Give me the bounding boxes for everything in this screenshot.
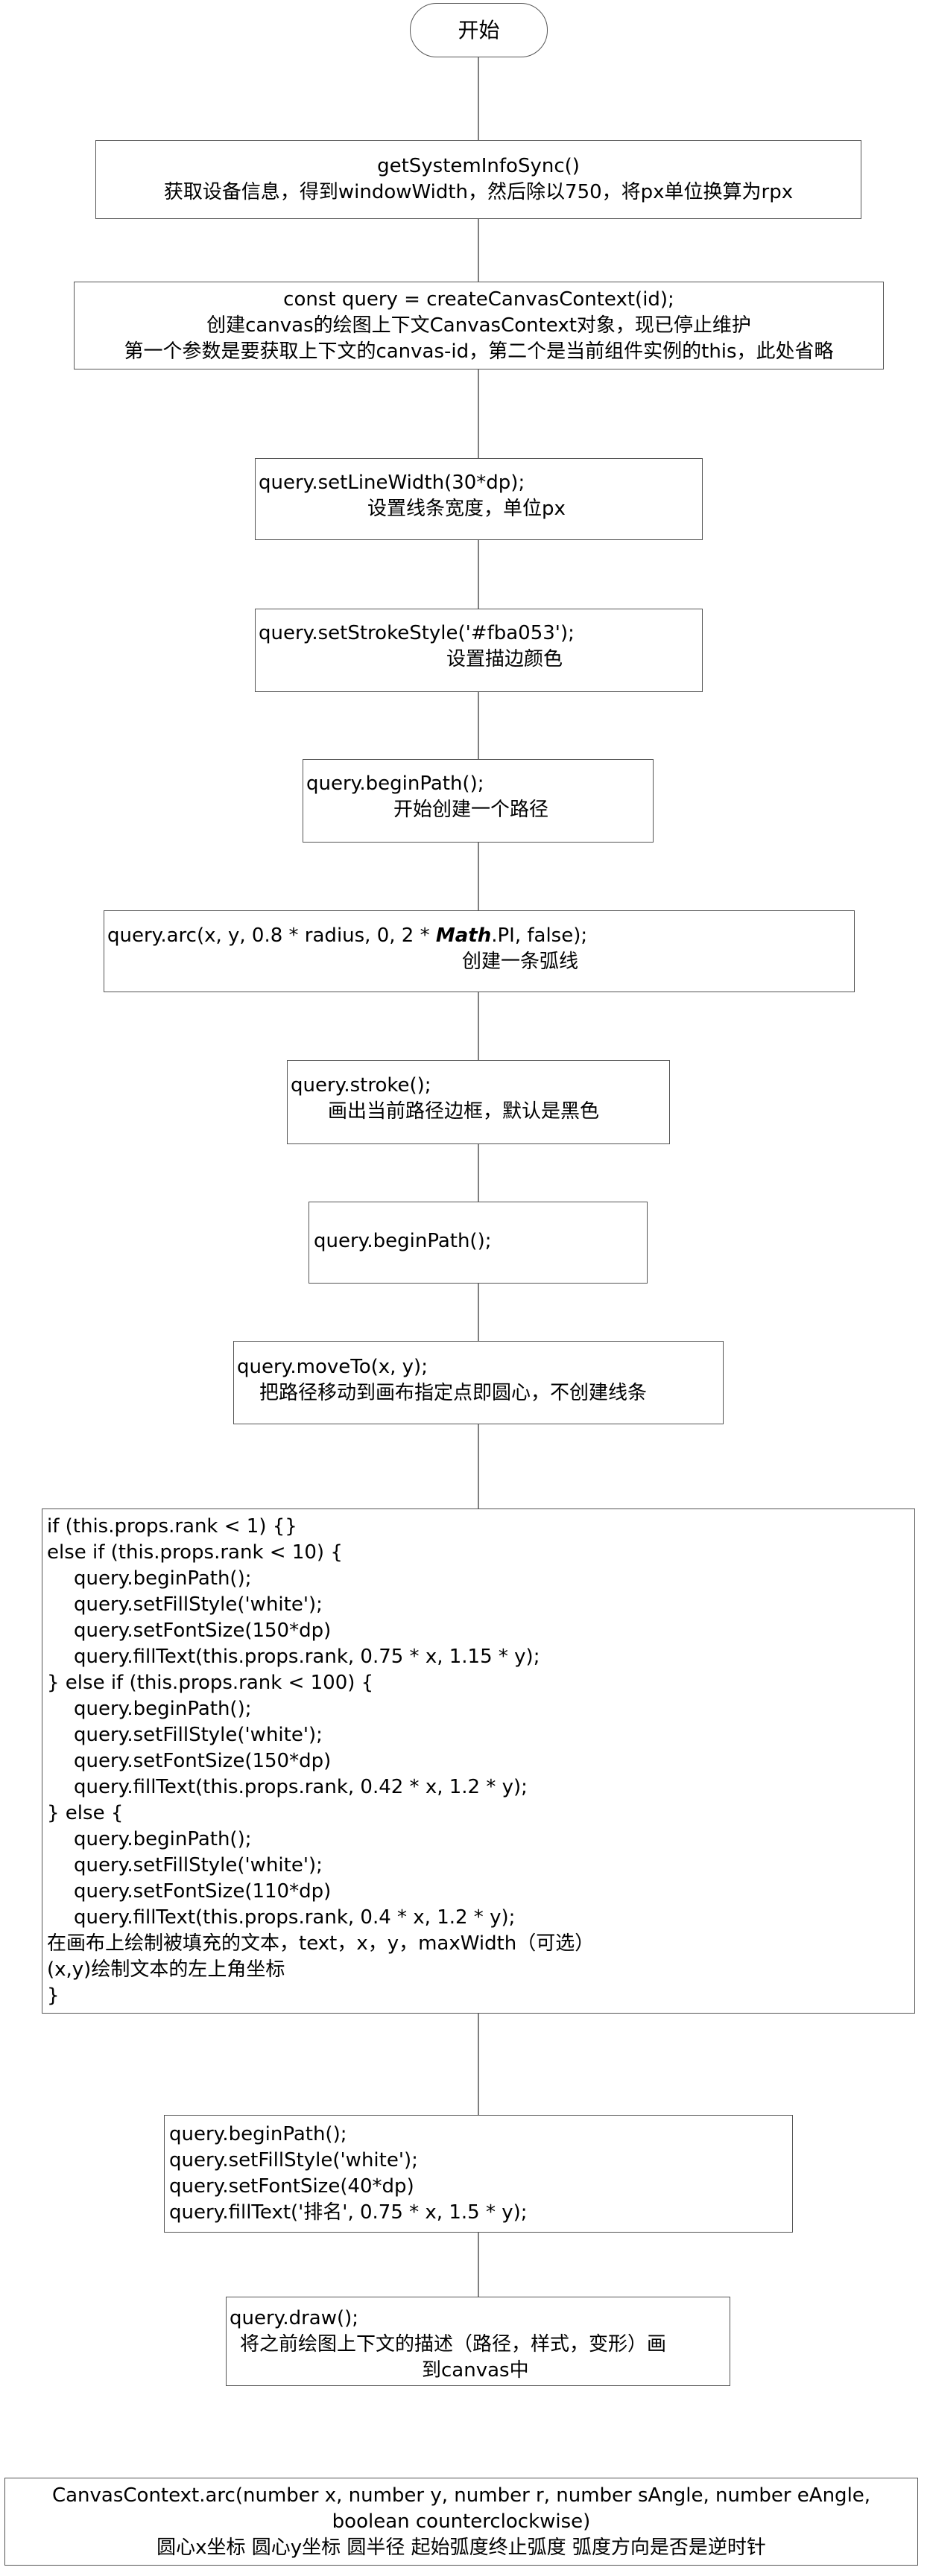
node-code: query.beginPath(); <box>306 773 484 795</box>
node-desc: 到canvas中 <box>422 2359 529 2382</box>
code-line: else if (this.props.rank < 10) { <box>47 1541 343 1564</box>
code-line: query.setFontSize(40*dp) <box>169 2175 414 2198</box>
node-code: query.moveTo(x, y); <box>237 1356 428 1378</box>
node-code: query.setLineWidth(30*dp); <box>259 472 525 494</box>
process-get-system-info: getSystemInfoSync() 获取设备信息，得到windowWidth… <box>95 140 861 219</box>
process-create-canvas-context: const query = createCanvasContext(id); 创… <box>74 282 884 369</box>
node-code: query.beginPath(); <box>314 1230 492 1252</box>
node-code: getSystemInfoSync() <box>377 155 580 177</box>
node-desc: 获取设备信息，得到windowWidth，然后除以750，将px单位换算为rpx <box>163 181 794 203</box>
note-line: 圆心x坐标 圆心y坐标 圆半径 起始弧度终止弧度 弧度方向是否是逆时针 <box>156 2536 766 2559</box>
node-code: query.draw(); <box>230 2307 359 2329</box>
node-code: const query = createCanvasContext(id); <box>283 288 674 311</box>
node-code: query.stroke(); <box>291 1074 431 1097</box>
code-line: query.setFillStyle('white'); <box>169 2149 418 2171</box>
code-line: query.setFillStyle('white'); <box>74 1593 323 1616</box>
code-line: (x,y)绘制文本的左上角坐标 <box>47 1958 285 1981</box>
start-label: 开始 <box>458 18 500 42</box>
code-line: } <box>47 1985 60 2007</box>
process-set-stroke-style: query.setStrokeStyle('#fba053'); 设置描边颜色 <box>255 609 703 692</box>
node-desc: 将之前绘图上下文的描述（路径，样式，变形）画 <box>240 2333 667 2355</box>
node-desc: 把路径移动到画布指定点即圆心，不创建线条 <box>259 1382 648 1404</box>
process-begin-path-2: query.beginPath(); <box>309 1202 648 1284</box>
code-line: query.beginPath(); <box>74 1698 252 1720</box>
code-part: .PI, false); <box>491 924 588 947</box>
process-set-line-width: query.setLineWidth(30*dp); 设置线条宽度，单位px <box>255 458 703 540</box>
node-desc: 设置线条宽度，单位px <box>367 498 566 520</box>
node-desc: 画出当前路径边框，默认是黑色 <box>328 1100 600 1123</box>
code-line: query.setFillStyle('white'); <box>74 1724 323 1746</box>
note-arc-signature: CanvasContext.arc(number x, number y, nu… <box>4 2478 918 2566</box>
code-line: query.fillText('排名', 0.75 * x, 1.5 * y); <box>169 2201 528 2224</box>
node-desc: 第一个参数是要获取上下文的canvas-id，第二个是当前组件实例的this，此… <box>124 340 834 363</box>
code-line: 在画布上绘制被填充的文本，text，x，y，maxWidth（可选） <box>47 1932 595 1955</box>
process-arc: query.arc(x, y, 0.8 * radius, 0, 2 * Mat… <box>104 910 855 992</box>
start-node: 开始 <box>410 3 548 57</box>
code-line: if (this.props.rank < 1) {} <box>47 1515 297 1538</box>
code-math: Math <box>435 924 492 947</box>
node-desc: 设置描边颜色 <box>446 648 563 670</box>
code-line: query.beginPath(); <box>74 1828 252 1850</box>
code-line: query.setFillStyle('white'); <box>74 1854 323 1877</box>
process-stroke: query.stroke(); 画出当前路径边框，默认是黑色 <box>287 1060 670 1144</box>
node-desc: 创建canvas的绘图上下文CanvasContext对象，现已停止维护 <box>206 314 751 337</box>
code-part: query.arc(x, y, 0.8 * radius, 0, 2 * <box>107 924 436 947</box>
code-line: } else if (this.props.rank < 100) { <box>47 1672 374 1694</box>
process-draw: query.draw(); 将之前绘图上下文的描述（路径，样式，变形）画 到ca… <box>226 2297 730 2386</box>
node-desc: 创建一条弧线 <box>462 951 579 973</box>
code-line: query.beginPath(); <box>169 2123 347 2145</box>
node-code: query.setStrokeStyle('#fba053'); <box>259 622 575 644</box>
node-desc: 开始创建一个路径 <box>393 799 549 821</box>
code-line: query.setFontSize(150*dp) <box>74 1750 332 1772</box>
note-line: CanvasContext.arc(number x, number y, nu… <box>51 2484 871 2507</box>
node-code: query.arc(x, y, 0.8 * radius, 0, 2 * Mat… <box>107 923 854 949</box>
code-line: query.setFontSize(110*dp) <box>74 1880 332 1903</box>
process-move-to: query.moveTo(x, y); 把路径移动到画布指定点即圆心，不创建线条 <box>233 1341 724 1424</box>
process-begin-path: query.beginPath(); 开始创建一个路径 <box>303 759 654 843</box>
code-line: query.fillText(this.props.rank, 0.75 * x… <box>74 1646 540 1668</box>
process-fill-rank-text: if (this.props.rank < 1) {} else if (thi… <box>42 1509 915 2014</box>
code-line: query.setFontSize(150*dp) <box>74 1619 332 1642</box>
code-line: query.fillText(this.props.rank, 0.4 * x,… <box>74 1906 516 1929</box>
note-line: boolean counterclockwise) <box>332 2510 591 2533</box>
process-fill-rank-label: query.beginPath(); query.setFillStyle('w… <box>164 2115 793 2233</box>
code-line: query.fillText(this.props.rank, 0.42 * x… <box>74 1776 528 1798</box>
code-line: } else { <box>47 1802 124 1824</box>
code-line: query.beginPath(); <box>74 1567 252 1590</box>
